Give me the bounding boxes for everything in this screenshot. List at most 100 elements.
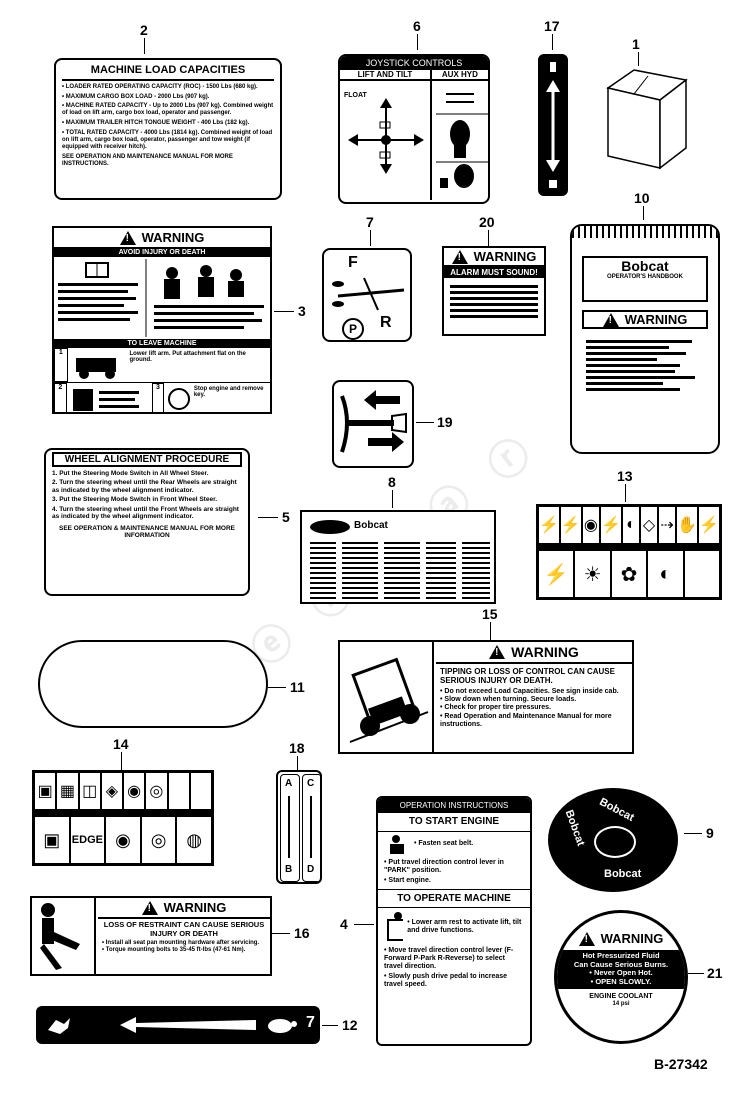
park-lever-icon bbox=[72, 389, 139, 411]
restraint-bullet-1: • Install all seat pan mounting hardware… bbox=[102, 940, 260, 947]
ops-start-engine: • Start engine. bbox=[384, 876, 431, 884]
tipping-machine-icon bbox=[349, 657, 429, 743]
lift-tilt-label: LIFT AND TILT bbox=[340, 70, 430, 82]
fuse-panel-decal: ⚡⚡ ◉⚡ ◐◇ ⇢✋ ⚡ ⚡ ☀ ✿ ◐ bbox=[536, 504, 722, 600]
restraint-warning-decal: WARNING LOSS OF RESTRAINT CAN CAUSE SERI… bbox=[30, 896, 272, 976]
alignment-footer: SEE OPERATION & MAINTENANCE MANUAL FOR M… bbox=[59, 524, 235, 540]
accessory-icon-5: ◍ bbox=[176, 816, 212, 864]
restraint-warning-title: WARNING bbox=[163, 900, 227, 915]
power-icon: ⚡ bbox=[538, 550, 575, 598]
operators-handbook-decal: Bobcat OPERATOR'S HANDBOOK WARNING bbox=[570, 224, 720, 454]
callout-13: 13 bbox=[617, 468, 633, 484]
step3-text: Stop engine and remove key. bbox=[193, 386, 264, 398]
bobcat-brand-bottom: Bobcat bbox=[604, 868, 642, 880]
speed-range-decal: 7 bbox=[36, 1006, 320, 1044]
bobcat-round-decal: Bobcat Bobcat Bobcat bbox=[548, 788, 678, 892]
blank-oval-decal bbox=[38, 640, 268, 728]
avoid-injury-warning-decal: WARNING AVOID INJURY OR DEATH TO LEAVE M… bbox=[52, 226, 272, 414]
alignment-step-3: 3. Put the Steering Mode Switch in Front… bbox=[52, 496, 218, 504]
coolant-l5: ENGINE COOLANT bbox=[589, 992, 653, 1000]
callout-1: 1 bbox=[632, 36, 640, 52]
wheel-alignment-decal: WHEEL ALIGNMENT PROCEDURE 1. Put the Ste… bbox=[44, 448, 250, 596]
accessory-icon-3: ◉ bbox=[105, 816, 141, 864]
tipping-headline: TIPPING OR LOSS OF CONTROL CAN CAUSE SER… bbox=[440, 667, 615, 686]
lower-lift-arm-icon bbox=[75, 358, 116, 379]
callout-20: 20 bbox=[479, 214, 495, 230]
callout-16: 16 bbox=[294, 925, 310, 941]
callout-5: 5 bbox=[282, 509, 290, 525]
handbook-brand: Bobcat bbox=[621, 258, 669, 274]
coolant-warning-decal: WARNING Hot Pressurized Fluid Can Cause … bbox=[554, 910, 688, 1044]
decal3-warning: WARNING bbox=[141, 230, 205, 245]
warning-triangle-icon bbox=[602, 312, 619, 327]
alarm-sub: ALARM MUST SOUND! bbox=[444, 267, 544, 278]
coolant-l2: Can Cause Serious Burns. bbox=[573, 959, 669, 969]
restraint-bullet-2: • Torque mounting bolts to 35-45 ft-lbs … bbox=[102, 947, 246, 954]
load-line-5: • TOTAL RATED CAPACITY - 4000 Lbs (1814 … bbox=[62, 130, 273, 150]
accessory-icon-4: ◎ bbox=[140, 816, 177, 864]
accessory-fuse-decal: ▣▦ ◫◈ ◉◎ ▣ EDGE ◉ ◎ ◍ bbox=[32, 770, 214, 866]
specifications-decal: Bobcat bbox=[300, 510, 496, 604]
callout-17: 17 bbox=[544, 18, 560, 34]
coolant-l1: Hot Pressurized Fluid bbox=[582, 951, 660, 960]
load-line-2: • MAXIMUM CARGO BOX LOAD - 2000 Lbs (907… bbox=[62, 93, 210, 100]
coolant-l4: • OPEN SLOWLY. bbox=[590, 976, 652, 986]
abcd-strip-decal: A B C D bbox=[276, 770, 322, 884]
box-icon bbox=[606, 69, 688, 170]
warning-triangle-icon bbox=[578, 931, 595, 946]
stop-engine-icon bbox=[168, 388, 191, 410]
alignment-step-4: 4. Turn the steering wheel until the Fro… bbox=[52, 505, 239, 521]
tilt-arrows-icon bbox=[340, 390, 407, 453]
callout-18: 18 bbox=[289, 740, 305, 756]
park-label: P bbox=[342, 318, 364, 340]
callout-2: 2 bbox=[140, 22, 148, 38]
seat-restraint-icon bbox=[40, 903, 80, 970]
ops-operate-title: TO OPERATE MACHINE bbox=[378, 888, 530, 909]
callout-14: 14 bbox=[113, 736, 129, 752]
callout-11: 11 bbox=[290, 679, 305, 695]
tipping-warning-decal: WARNING TIPPING OR LOSS OF CONTROL CAN C… bbox=[338, 640, 634, 754]
seat-belt-icon bbox=[390, 834, 404, 854]
ops-start-title: TO START ENGINE bbox=[378, 813, 530, 832]
load-line-3: • MACHINE RATED CAPACITY - Up to 2000 Lb… bbox=[62, 103, 274, 117]
arrow-strip-decal bbox=[538, 54, 568, 196]
load-line-4: • MAXIMUM TRAILER HITCH TONGUE WEIGHT - … bbox=[62, 120, 250, 127]
ops-push: • Slowly push drive pedal to increase tr… bbox=[384, 973, 508, 989]
coolant-warning-title: WARNING bbox=[600, 931, 664, 946]
callout-12: 12 bbox=[342, 1017, 358, 1033]
joystick-cross-icon bbox=[348, 98, 424, 174]
alarm-warning-decal: WARNING ALARM MUST SOUND! bbox=[442, 246, 546, 336]
label-c: C bbox=[307, 778, 315, 789]
edge-label: EDGE bbox=[69, 816, 106, 864]
tipping-bullet-4: • Read Operation and Maintenance Manual … bbox=[440, 712, 612, 728]
headlight-icon: ◐ bbox=[647, 550, 684, 598]
operation-instructions-decal: OPERATION INSTRUCTIONS TO START ENGINE •… bbox=[376, 796, 532, 1046]
load-line-1: • LOADER RATED OPERATING CAPACITY (ROC) … bbox=[62, 83, 258, 90]
bobcat-brand-top: Bobcat bbox=[597, 795, 636, 825]
operator-safety-icon bbox=[58, 259, 264, 337]
light-icon: ☀ bbox=[574, 550, 611, 598]
ops-move: • Move travel direction control lever (F… bbox=[384, 947, 514, 971]
tipping-bullet-3: • Check for proper tire pressures. bbox=[440, 704, 551, 712]
callout-6: 6 bbox=[413, 18, 421, 34]
joystick-title: JOYSTICK CONTROLS bbox=[340, 56, 488, 70]
avoid-injury-label: AVOID INJURY OR DEATH bbox=[54, 248, 270, 257]
callout-9: 9 bbox=[706, 825, 714, 841]
accessory-icon-1: ▣ bbox=[34, 816, 70, 864]
alignment-step-2: 2. Turn the steering wheel until the Rea… bbox=[52, 479, 237, 494]
ops-header: OPERATION INSTRUCTIONS bbox=[378, 798, 530, 813]
coolant-l3: • Never Open Hot. bbox=[589, 968, 653, 978]
spec-brand: Bobcat bbox=[354, 520, 388, 531]
arm-rest-icon bbox=[387, 912, 404, 942]
warning-triangle-icon bbox=[119, 230, 136, 245]
callout-4: 4 bbox=[340, 916, 348, 932]
tipping-bullet-2: • Slow down when turning. Secure loads. bbox=[440, 696, 577, 704]
handbook-warning: WARNING bbox=[624, 312, 688, 327]
callout-3: 3 bbox=[298, 303, 306, 319]
handbook-title: OPERATOR'S HANDBOOK bbox=[607, 274, 683, 280]
leave-machine-label: TO LEAVE MACHINE bbox=[54, 339, 270, 348]
figure-id: B-27342 bbox=[654, 1056, 708, 1072]
travel-direction-decal: F R P bbox=[322, 248, 412, 342]
label-a: A bbox=[285, 778, 293, 789]
callout-8: 8 bbox=[388, 474, 396, 490]
